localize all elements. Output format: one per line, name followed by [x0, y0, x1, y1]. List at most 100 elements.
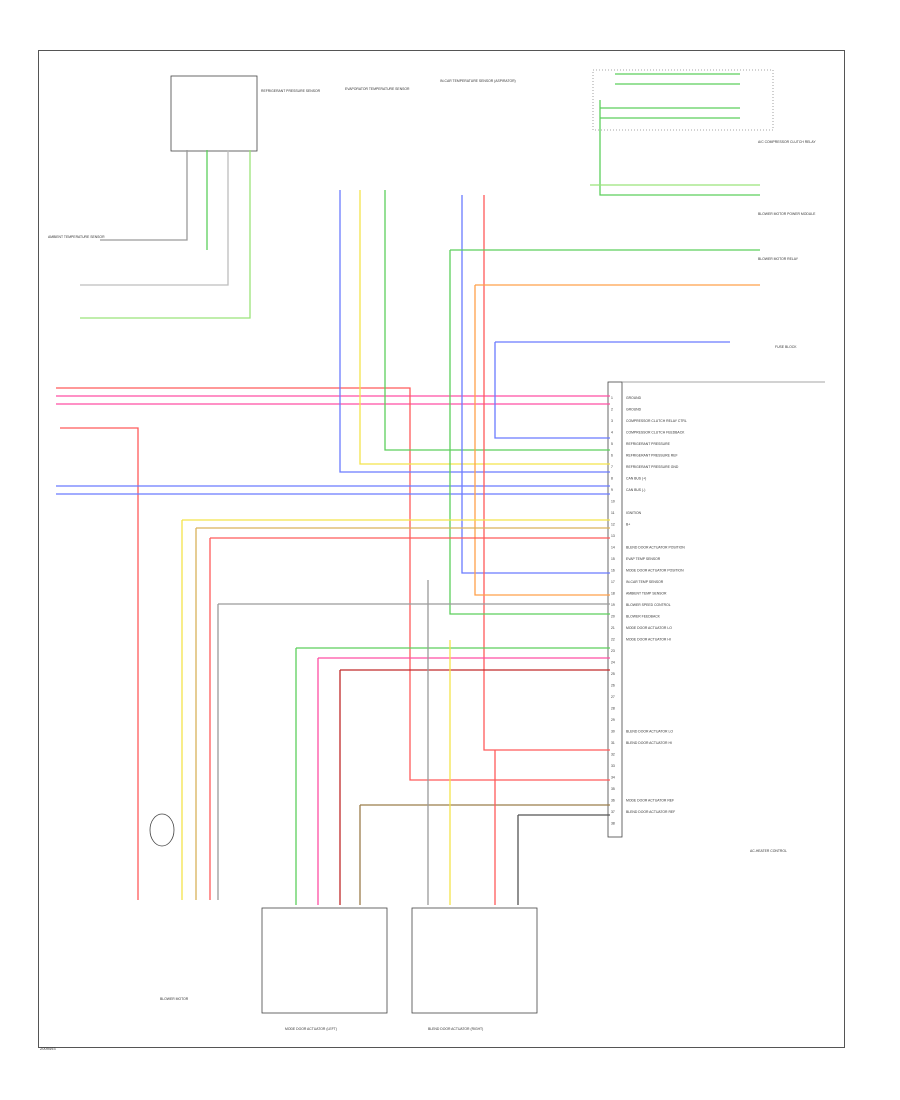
module-pin-number: 17 [611, 580, 615, 584]
module-pin-number: 23 [611, 649, 615, 653]
wire-red-incar [483, 195, 610, 751]
top-left-component-box [170, 75, 258, 152]
module-connector [607, 381, 623, 838]
module-pin-label: B+ [626, 523, 630, 527]
module-pin-number: 37 [611, 810, 615, 814]
module-pin-number: 24 [611, 661, 615, 665]
wire-pink-mode [317, 657, 610, 905]
wire-lightgreen-tl [80, 150, 251, 319]
module-pin-label: REFRIGERANT PRESSURE [626, 442, 671, 446]
module-pin-number: 6 [611, 454, 613, 458]
module-pin-label: MODE DOOR ACTUATOR POSITION [626, 569, 684, 573]
wire-blue-evap [339, 190, 610, 473]
power-module-label: BLOWER MOTOR POWER MODULE [758, 212, 816, 216]
module-pin-number: 35 [611, 787, 615, 791]
module-pin-label: EVAP TEMP SENSOR [626, 557, 661, 561]
blower-label: BLOWER MOTOR [160, 997, 189, 1001]
module-pin-label: REFRIGERANT PRESSURE REF [626, 454, 678, 458]
module-pin-label: COMPRESSOR CLUTCH FEEDBACK [626, 431, 685, 435]
wire-orange-relay [474, 284, 760, 596]
module-pin-label: COMPRESSOR CLUTCH RELAY CTRL [626, 419, 687, 423]
fuse-block-label: FUSE BLOCK [775, 345, 797, 349]
mode-actuator-label: MODE DOOR ACTUATOR (LEFT) [285, 1027, 337, 1031]
module-pin-number: 14 [611, 546, 615, 550]
module-pin-number: 33 [611, 764, 615, 768]
blower-motor-symbol [149, 813, 175, 847]
module-pin-number: 32 [611, 753, 615, 757]
module-pin-number: 29 [611, 718, 615, 722]
module-pin-label: GROUND [626, 396, 642, 400]
wire-brown-mode [359, 804, 610, 905]
module-pin-number: 27 [611, 695, 615, 699]
wire-green-evap [384, 190, 610, 451]
wire-black-mix [517, 814, 610, 905]
module-pin-number: 7 [611, 465, 613, 469]
module-pin-number: 9 [611, 488, 613, 492]
module-pin-label: IN-CAR TEMP SENSOR [626, 580, 664, 584]
wire-green-mode [295, 647, 610, 905]
module-pin-label: BLOWER FEEDBACK [626, 615, 661, 619]
wire-harness [56, 73, 760, 905]
module-pin-number: 21 [611, 626, 615, 630]
wire-white-loop [56, 387, 610, 781]
wire-red-blower [60, 427, 139, 900]
wire-darkred-mode [339, 669, 610, 905]
module-pin-number: 19 [611, 603, 615, 607]
module-pin-label: MODE DOOR ACTUATOR LO [626, 626, 672, 630]
compressor-clutch-label: A/C COMPRESSOR CLUTCH RELAY [758, 140, 816, 144]
module-pin-number: 30 [611, 730, 615, 734]
diagram-frame [38, 50, 845, 1048]
module-pin-number: 26 [611, 684, 615, 688]
evap-temp-label: EVAPORATOR TEMPERATURE SENSOR [345, 87, 410, 91]
module-pin-number: 34 [611, 776, 615, 780]
module-pin-number: 20 [611, 615, 615, 619]
wire-gray-tl [100, 150, 188, 241]
module-pin-number: 25 [611, 672, 615, 676]
module-pin-label: REFRIGERANT PRESSURE GND [626, 465, 679, 469]
module-pin-number: 31 [611, 741, 615, 745]
wire-gray-blower [217, 603, 610, 900]
module-pin-number: 15 [611, 557, 615, 561]
module-pin-label: GROUND [626, 408, 642, 412]
module-pin-number: 4 [611, 431, 613, 435]
module-pin-number: 13 [611, 534, 615, 538]
module-pin-label: BLEND DOOR ACTUATOR REF [626, 810, 675, 814]
wire-blue-fuse [494, 341, 730, 439]
module-pin-label: BLEND DOOR ACTUATOR POSITION [626, 546, 685, 550]
figure-id: 2009493 [40, 1046, 56, 1051]
module-pin-number: 12 [611, 523, 615, 527]
module-name: AC-HEATER CONTROL [750, 849, 787, 853]
module-pin-label: BLEND DOOR ACTUATOR LO [626, 730, 673, 734]
module-pin-number: 1 [611, 396, 613, 400]
module-pin-number: 38 [611, 822, 615, 826]
left-sensor-label: AMBIENT TEMPERATURE SENSOR [48, 235, 105, 239]
wire-white-tl [80, 150, 229, 286]
top-left-component-label: REFRIGERANT PRESSURE SENSOR [261, 89, 321, 93]
wire-tan-blower [195, 527, 610, 900]
module-pin-number: 3 [611, 419, 613, 423]
module-pin-label: CAN BUS (+) [626, 477, 646, 481]
wire-green-relay [449, 249, 760, 615]
module-pin-number: 22 [611, 638, 615, 642]
module-pin-number: 2 [611, 408, 613, 412]
mode-actuator-box [261, 907, 388, 1014]
module-pin-number: 8 [611, 477, 613, 481]
blower-area [125, 920, 235, 990]
wire-yellow-evap [359, 190, 610, 465]
wire-red-blower-2 [209, 537, 610, 900]
wire-blue-incar [461, 195, 610, 574]
module-pin-label: IGNITION [626, 511, 642, 515]
module-pin-label: MODE DOOR ACTUATOR HI [626, 638, 671, 642]
top-right-component-box [592, 69, 774, 131]
module-pin-number: 36 [611, 799, 615, 803]
module-pin-label: BLOWER SPEED CONTROL [626, 603, 671, 607]
blower-relay-label: BLOWER MOTOR RELAY [758, 257, 799, 261]
module-pin-label: MODE DOOR ACTUATOR REF [626, 799, 674, 803]
cabin-temp-label: IN-CAR TEMPERATURE SENSOR (ASPIRATOR) [440, 79, 516, 83]
module-pin-number: 11 [611, 511, 615, 515]
module-pin-number: 28 [611, 707, 615, 711]
mix-actuator-box [411, 907, 538, 1014]
wire-yellow-blower [181, 519, 610, 900]
